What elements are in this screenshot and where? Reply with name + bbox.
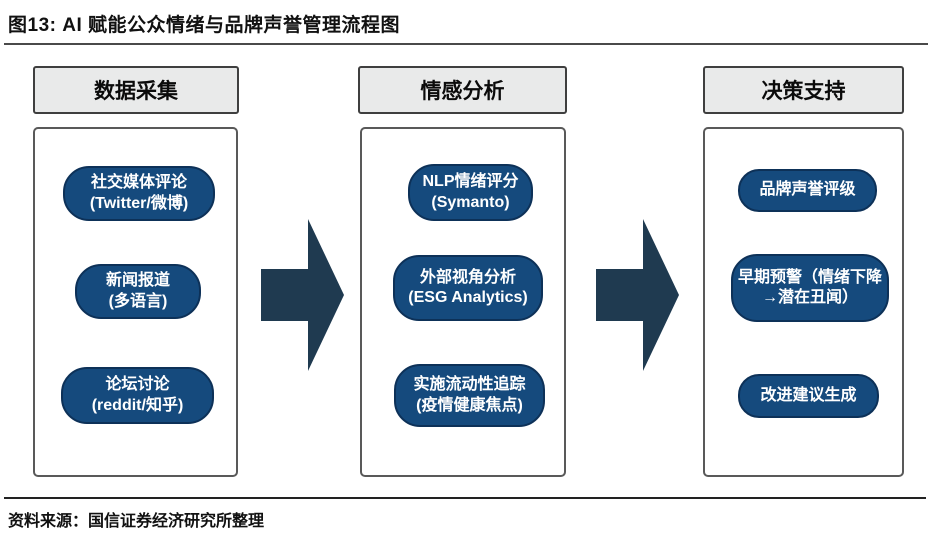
- node-label-line: →潜在丑闻）: [761, 289, 858, 306]
- stage-header-label: 数据采集: [94, 80, 178, 103]
- node-brand-reputation-rating: 品牌声誉评级: [738, 169, 877, 212]
- stage-header-label: 决策支持: [761, 80, 846, 103]
- node-label-line: 社交媒体评论: [90, 174, 187, 192]
- stage-header-decision-support: 决策支持: [703, 66, 904, 114]
- figure-title: 图13: AI 赋能公众情绪与品牌声誉管理流程图: [8, 15, 401, 36]
- right-block-arrow-shape: [261, 219, 344, 371]
- stage-container-sentiment-analysis: NLP情绪评分 (Symanto) 外部视角分析 (ESG Analytics)…: [360, 127, 566, 477]
- source-divider: [4, 497, 926, 499]
- right-block-arrow-shape: [596, 219, 679, 371]
- node-label-line: 品牌声誉评级: [759, 181, 856, 199]
- node-label-line: 实施流动性追踪: [413, 376, 526, 394]
- node-label-line: NLP情绪评分: [422, 173, 519, 191]
- flow-arrow-icon: [261, 219, 344, 371]
- flow-arrow-icon: [596, 219, 679, 371]
- node-label-line: 论坛讨论: [105, 376, 170, 394]
- stage-header-label: 情感分析: [420, 80, 505, 103]
- node-label-line: (reddit/知乎): [91, 396, 184, 414]
- node-forum-discussions: 论坛讨论 (reddit/知乎): [61, 367, 214, 424]
- stage-container-decision-support: 品牌声誉评级 早期预警（情绪下降 →潜在丑闻） 改进建议生成: [703, 127, 904, 477]
- stage-header-data-collection: 数据采集: [33, 66, 239, 114]
- node-social-media-comments: 社交媒体评论 (Twitter/微博): [63, 166, 215, 221]
- stage-header-sentiment-analysis: 情感分析: [358, 66, 567, 114]
- node-label-line: (Symanto): [431, 193, 510, 211]
- node-label-line: (疫情健康焦点): [416, 396, 523, 414]
- stage-container-data-collection: 社交媒体评论 (Twitter/微博) 新闻报道 (多语言) 论坛讨论 (red…: [33, 127, 238, 477]
- node-label-line: 早期预警（情绪下降: [737, 268, 882, 286]
- node-label-line: (多语言): [108, 292, 168, 310]
- node-early-warning: 早期预警（情绪下降 →潜在丑闻）: [731, 254, 889, 322]
- node-label-line: 改进建议生成: [760, 386, 857, 404]
- source-note: 资料来源：国信证券经济研究所整理: [8, 513, 265, 530]
- node-label-line: 外部视角分析: [419, 268, 516, 286]
- node-liquidity-tracking: 实施流动性追踪 (疫情健康焦点): [394, 364, 545, 427]
- node-external-perspective-analysis: 外部视角分析 (ESG Analytics): [393, 255, 543, 321]
- node-nlp-sentiment-score: NLP情绪评分 (Symanto): [408, 164, 533, 221]
- node-label-line: 新闻报道: [105, 272, 170, 290]
- title-divider: [4, 43, 928, 45]
- node-label-line: (ESG Analytics): [408, 289, 528, 306]
- node-label-line: (Twitter/微博): [89, 194, 189, 212]
- node-news-reports: 新闻报道 (多语言): [75, 264, 201, 319]
- node-improvement-suggestions: 改进建议生成: [738, 374, 879, 418]
